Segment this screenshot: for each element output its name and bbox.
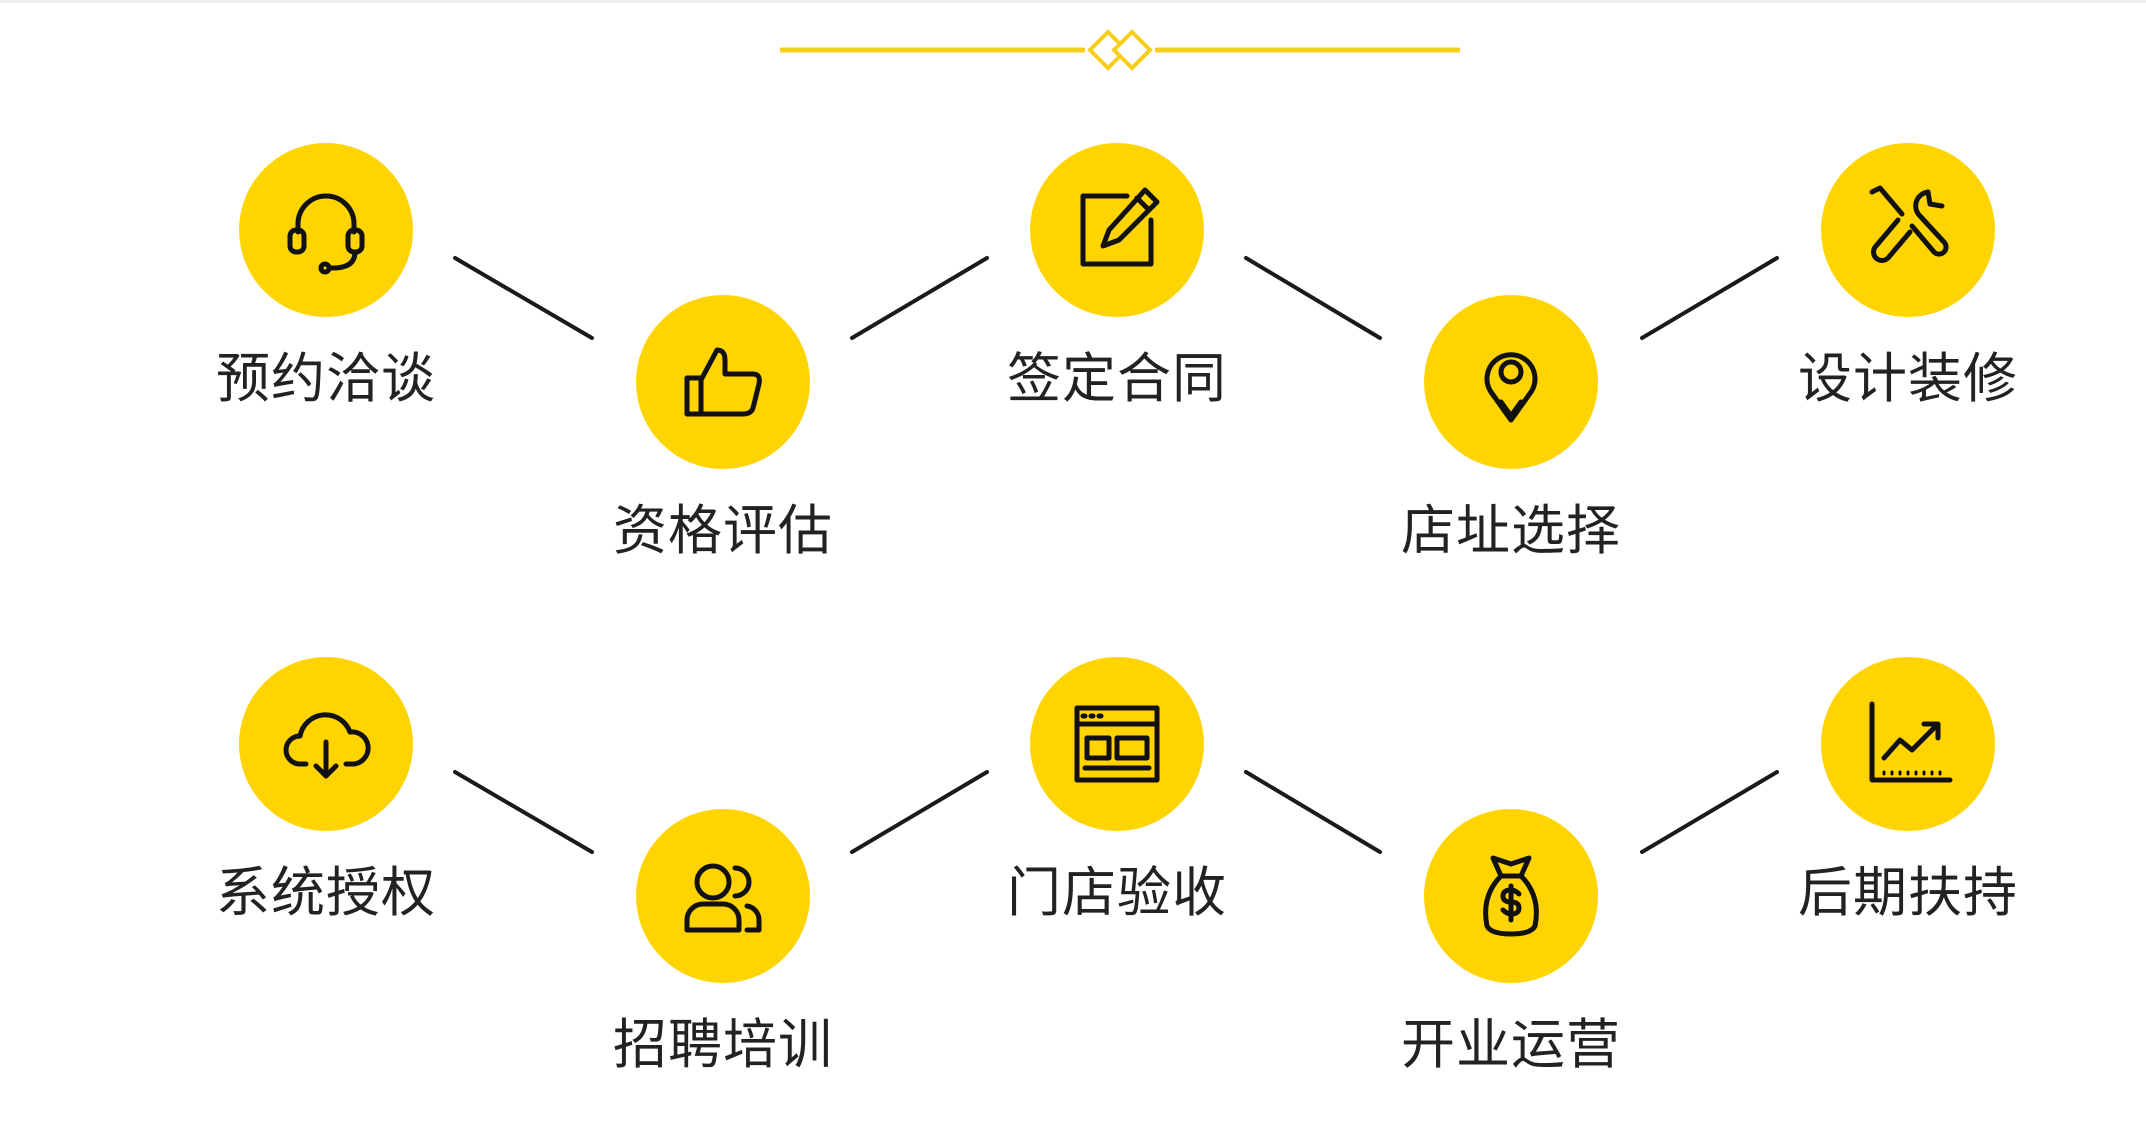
connector-3-4 [1244, 256, 1382, 340]
step-design-renovation: 设计装修 [1728, 143, 2088, 463]
step-post-support: 后期扶持 [1728, 657, 2088, 977]
step-appointment: 预约洽谈 [146, 143, 506, 463]
step-contract: 签定合同 [937, 143, 1297, 463]
growth-chart-icon [1869, 701, 1953, 783]
step-circle [1424, 295, 1598, 469]
users-icon [684, 863, 762, 933]
connector-4-5 [1640, 256, 1779, 340]
step-circle [1424, 809, 1598, 983]
cloud-download-icon [283, 712, 371, 779]
connector-2-3 [850, 256, 989, 340]
step-opening-operation: 开业运营 [1331, 809, 1691, 1129]
step-label: 预约洽谈 [216, 347, 436, 410]
step-circle [1821, 657, 1995, 831]
step-circle [239, 143, 413, 317]
location-pin-icon [1484, 352, 1538, 423]
step-site-selection: 店址选择 [1331, 295, 1691, 615]
step-circle [1030, 143, 1204, 317]
step-label: 招聘培训 [613, 1013, 833, 1076]
connector-9-10 [1640, 770, 1779, 854]
step-label: 资格评估 [613, 499, 833, 562]
step-recruit-training: 招聘培训 [543, 809, 903, 1129]
step-store-acceptance: 门店验收 [937, 657, 1297, 977]
title-divider [780, 29, 1460, 71]
step-label: 系统授权 [216, 861, 436, 924]
tools-icon [1869, 185, 1949, 263]
step-circle [239, 657, 413, 831]
step-label: 签定合同 [1007, 347, 1227, 410]
money-bag-icon [1483, 855, 1539, 937]
step-circle [636, 809, 810, 983]
step-system-authorization: 系统授权 [146, 657, 506, 977]
step-label: 设计装修 [1798, 347, 2018, 410]
connector-6-7 [453, 770, 594, 854]
step-circle [1821, 143, 1995, 317]
storefront-window-icon [1074, 705, 1160, 783]
step-label: 门店验收 [1007, 861, 1227, 924]
connector-7-8 [850, 770, 989, 854]
connector-1-2 [453, 256, 594, 340]
step-label: 开业运营 [1401, 1013, 1621, 1076]
step-circle [636, 295, 810, 469]
divider-diamond-right [1111, 29, 1153, 71]
step-label: 后期扶持 [1798, 861, 2018, 924]
headset-icon [287, 193, 365, 275]
top-border [0, 0, 2146, 3]
edit-pen-icon [1080, 187, 1160, 267]
step-label: 店址选择 [1401, 499, 1621, 562]
thumbs-up-icon [684, 347, 762, 417]
step-circle [1030, 657, 1204, 831]
step-qualification: 资格评估 [543, 295, 903, 615]
connector-8-9 [1244, 770, 1382, 854]
